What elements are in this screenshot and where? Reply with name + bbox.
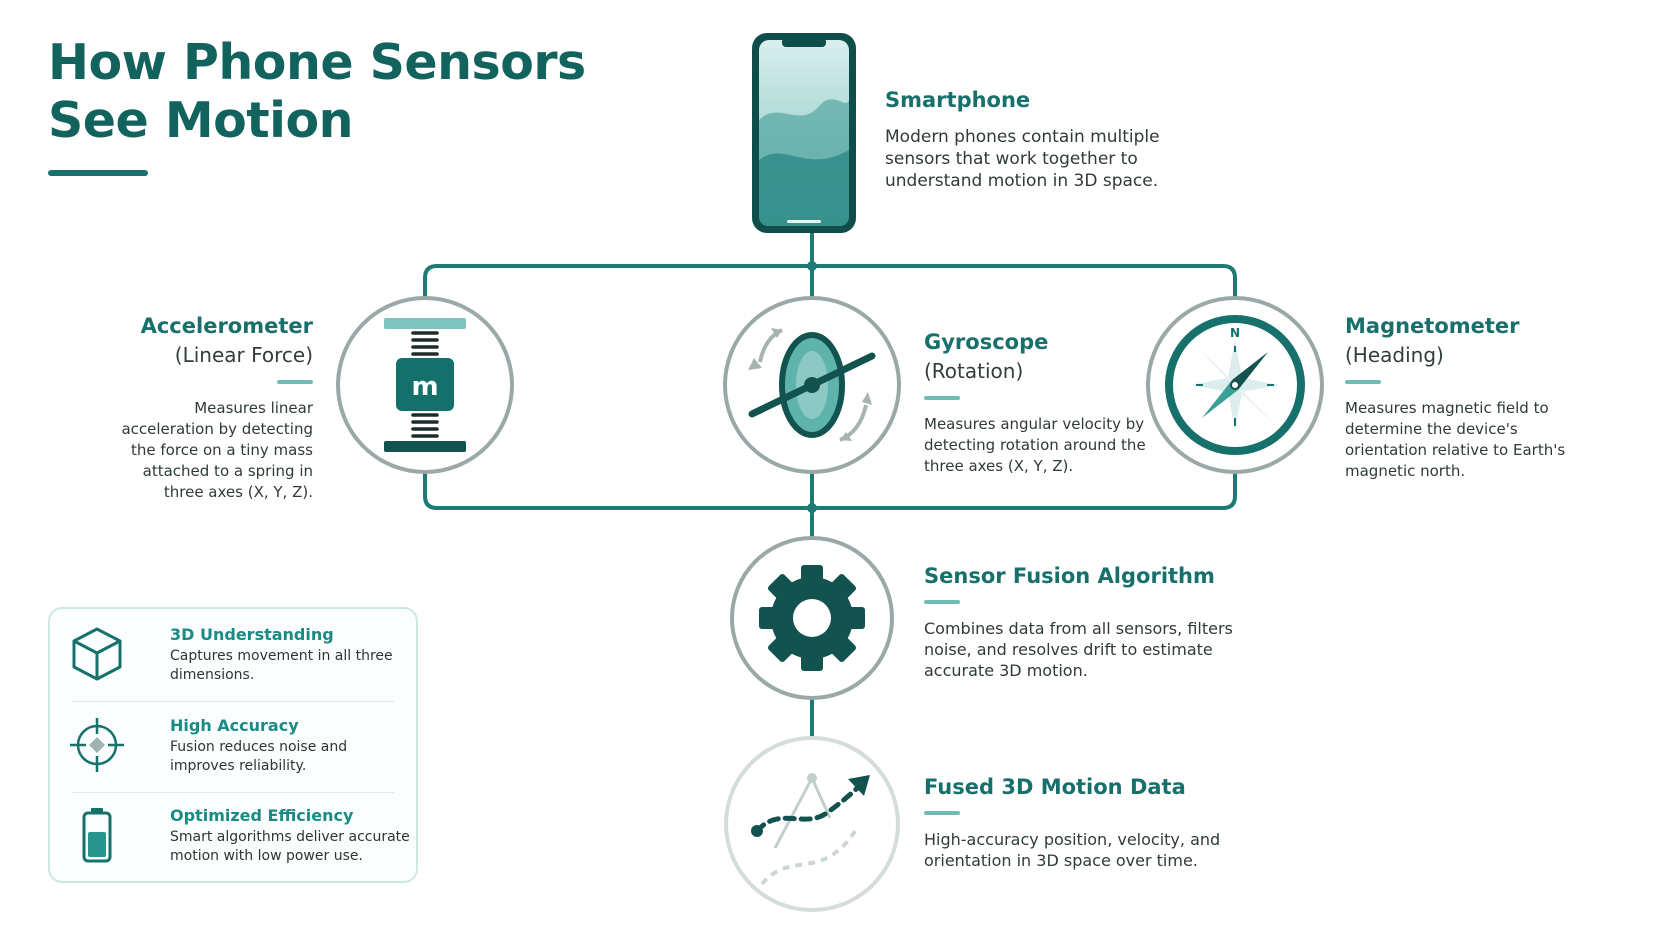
gyroscope-title: Gyroscope bbox=[924, 330, 1049, 354]
feature-item: Optimized Efficiency Smart algorithms de… bbox=[66, 796, 410, 884]
accelerometer-subtitle: (Linear Force) bbox=[174, 343, 313, 367]
fused-output-node bbox=[724, 736, 900, 912]
magnetometer-rule bbox=[1345, 380, 1381, 384]
sensor-fusion-node bbox=[730, 536, 894, 700]
smartphone-label: Smartphone Modern phones contain multipl… bbox=[885, 86, 1225, 192]
smartphone-icon bbox=[752, 33, 856, 233]
accelerometer-label: Accelerometer (Linear Force) Measures li… bbox=[100, 312, 313, 503]
sensor-fusion-description: Combines data from all sensors, filters … bbox=[924, 619, 1233, 680]
feature-title: Optimized Efficiency bbox=[170, 806, 354, 825]
smartphone-title: Smartphone bbox=[885, 88, 1031, 112]
accelerometer-rule bbox=[277, 380, 313, 384]
gyroscope-description: Measures angular velocity by detecting r… bbox=[924, 415, 1146, 475]
magnetometer-description: Measures magnetic field to determine the… bbox=[1345, 399, 1566, 480]
feature-title: 3D Understanding bbox=[170, 625, 334, 644]
feature-description: Captures movement in all three dimension… bbox=[170, 648, 393, 683]
accelerometer-description: Measures linear acceleration by detectin… bbox=[121, 399, 313, 501]
mass-label: m bbox=[411, 372, 438, 402]
fused-output-description: High-accuracy position, velocity, and or… bbox=[924, 830, 1221, 870]
cube-icon bbox=[72, 627, 122, 681]
feature-divider bbox=[72, 792, 394, 793]
fused-output-title: Fused 3D Motion Data bbox=[924, 775, 1186, 799]
compass-north-label: N bbox=[1230, 326, 1240, 340]
magnetometer-title: Magnetometer bbox=[1345, 314, 1520, 338]
feature-description: Fusion reduces noise and improves reliab… bbox=[170, 739, 348, 774]
feature-description: Smart algorithms deliver accurate motion… bbox=[170, 829, 410, 864]
junction-dot-bottom bbox=[807, 503, 817, 513]
gyroscope-node bbox=[723, 296, 901, 474]
sensor-fusion-title: Sensor Fusion Algorithm bbox=[924, 564, 1215, 588]
gear-icon bbox=[759, 565, 865, 671]
fused-output-label: Fused 3D Motion Data High-accuracy posit… bbox=[924, 773, 1224, 871]
feature-panel: 3D Understanding Captures movement in al… bbox=[48, 607, 418, 883]
junction-dot-top bbox=[807, 261, 817, 271]
gyroscope-subtitle: (Rotation) bbox=[924, 359, 1024, 383]
accelerometer-node: m bbox=[336, 296, 514, 474]
page-title: How Phone Sensors See Motion bbox=[48, 34, 586, 149]
feature-title: High Accuracy bbox=[170, 716, 299, 735]
magnetometer-subtitle: (Heading) bbox=[1345, 343, 1444, 367]
title-underline bbox=[48, 170, 148, 176]
sensor-fusion-rule bbox=[924, 600, 960, 604]
battery-icon bbox=[82, 808, 112, 863]
feature-item: 3D Understanding Captures movement in al… bbox=[66, 615, 402, 703]
crosshair-icon bbox=[70, 718, 124, 772]
fused-output-rule bbox=[924, 811, 960, 815]
sensor-fusion-label: Sensor Fusion Algorithm Combines data fr… bbox=[924, 562, 1254, 681]
smartphone-description: Modern phones contain multiple sensors t… bbox=[885, 127, 1160, 191]
gyroscope-label: Gyroscope (Rotation) Measures angular ve… bbox=[924, 328, 1164, 477]
magnetometer-label: Magnetometer (Heading) Measures magnetic… bbox=[1345, 312, 1595, 482]
accelerometer-title: Accelerometer bbox=[140, 314, 313, 338]
gyroscope-rule bbox=[924, 396, 960, 400]
feature-divider bbox=[72, 701, 394, 702]
feature-item: High Accuracy Fusion reduces noise and i… bbox=[66, 706, 402, 794]
magnetometer-node: N bbox=[1146, 296, 1324, 474]
